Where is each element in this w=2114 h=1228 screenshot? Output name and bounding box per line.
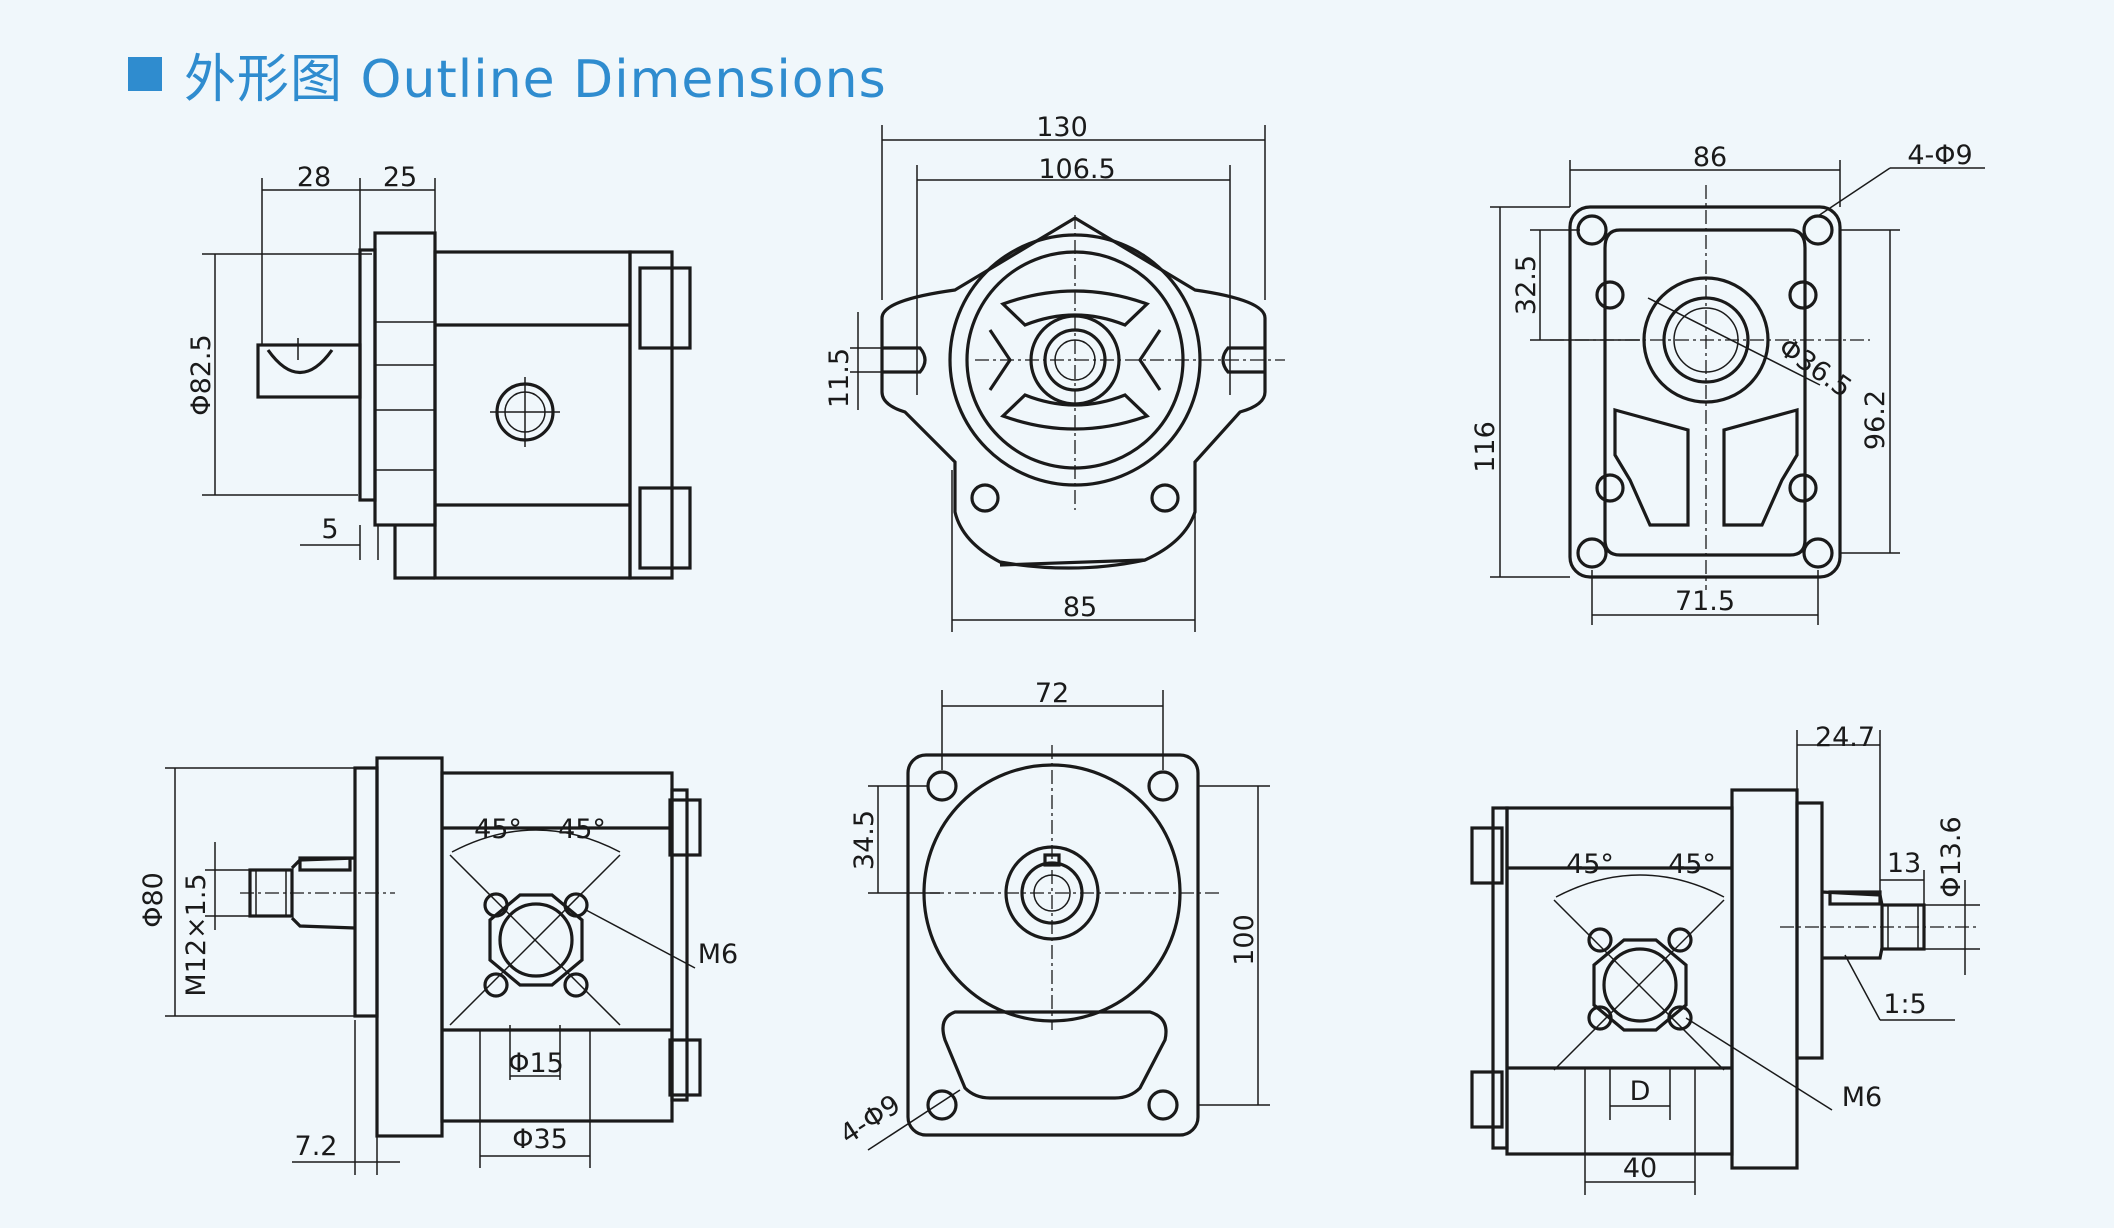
label-11-5: 11.5 xyxy=(824,348,855,408)
view-side-top: 28 25 Φ82.5 5 xyxy=(186,162,692,580)
bullet-square-icon xyxy=(128,57,162,91)
label-32-5: 32.5 xyxy=(1511,255,1542,315)
label-24-7: 24.7 xyxy=(1815,722,1875,753)
label-71-5: 71.5 xyxy=(1675,586,1735,617)
dimension-lines xyxy=(165,767,696,1175)
pump-body-outline xyxy=(1470,788,1824,1170)
port-circle xyxy=(490,377,560,447)
label-34-5: 34.5 xyxy=(849,810,880,870)
label-5: 5 xyxy=(321,514,338,545)
label-phi80: Φ80 xyxy=(138,872,169,928)
label-86: 86 xyxy=(1693,142,1727,173)
shaft-end xyxy=(1821,890,1926,960)
label-72: 72 xyxy=(1035,678,1069,709)
flange-outline xyxy=(880,215,1285,570)
shaft-end xyxy=(256,338,362,399)
label-13: 13 xyxy=(1887,848,1921,879)
dimension-lines xyxy=(850,125,1266,632)
label-m12x1-5: M12×1.5 xyxy=(181,873,212,996)
label-phi35: Φ35 xyxy=(512,1124,568,1155)
label-4-phi9: 4-Φ9 xyxy=(835,1089,907,1151)
rear-plate-outline xyxy=(1550,185,1870,590)
label-angle-left: 45° xyxy=(1566,849,1614,880)
dimension-lines xyxy=(202,178,436,560)
label-d: D xyxy=(1630,1076,1651,1107)
label-7-2: 7.2 xyxy=(295,1131,338,1162)
label-4-phi9: 4-Φ9 xyxy=(1907,140,1972,171)
view-side-bottom-left: Φ80 M12×1.5 45° 45° M6 Φ15 Φ35 7.2 xyxy=(138,756,738,1175)
flange-outline xyxy=(906,745,1220,1137)
port-pattern xyxy=(449,829,621,1026)
view-front-top: 130 106.5 11.5 85 xyxy=(824,112,1285,632)
label-28: 28 xyxy=(297,162,331,193)
view-side-bottom-right: 24.7 13 Φ13.6 45° 45° 1:5 M6 D 40 xyxy=(1470,722,1980,1195)
label-106-5: 106.5 xyxy=(1038,154,1115,185)
label-25: 25 xyxy=(383,162,417,193)
section-header: 外形图 Outline Dimensions xyxy=(128,44,887,110)
label-m6: M6 xyxy=(698,939,738,970)
label-phi82-5: Φ82.5 xyxy=(186,334,217,415)
view-rear-top: 86 4-Φ9 32.5 116 96.2 Φ36.5 71.5 xyxy=(1470,140,1985,625)
label-angle-right: 45° xyxy=(558,814,606,845)
dimension-lines xyxy=(867,690,1270,1151)
label-116: 116 xyxy=(1470,421,1501,473)
label-m6: M6 xyxy=(1842,1082,1882,1113)
label-40: 40 xyxy=(1623,1153,1657,1184)
pump-body-outline xyxy=(358,231,692,580)
view-front-bottom: 72 34.5 100 4-Φ9 xyxy=(835,678,1270,1151)
label-angle-left: 45° xyxy=(474,814,522,845)
label-100: 100 xyxy=(1229,914,1260,966)
label-phi15: Φ15 xyxy=(508,1048,564,1079)
section-title: 外形图 Outline Dimensions xyxy=(184,49,887,110)
label-angle-right: 45° xyxy=(1668,849,1716,880)
label-130: 130 xyxy=(1036,112,1088,143)
dimension-lines xyxy=(1490,160,1985,625)
label-phi13-6: Φ13.6 xyxy=(1936,816,1967,897)
label-96-2: 96.2 xyxy=(1860,390,1891,450)
port-pattern xyxy=(1553,874,1725,1071)
label-85: 85 xyxy=(1063,592,1097,623)
dimension-lines xyxy=(1584,730,1980,1195)
label-taper: 1:5 xyxy=(1883,989,1926,1020)
